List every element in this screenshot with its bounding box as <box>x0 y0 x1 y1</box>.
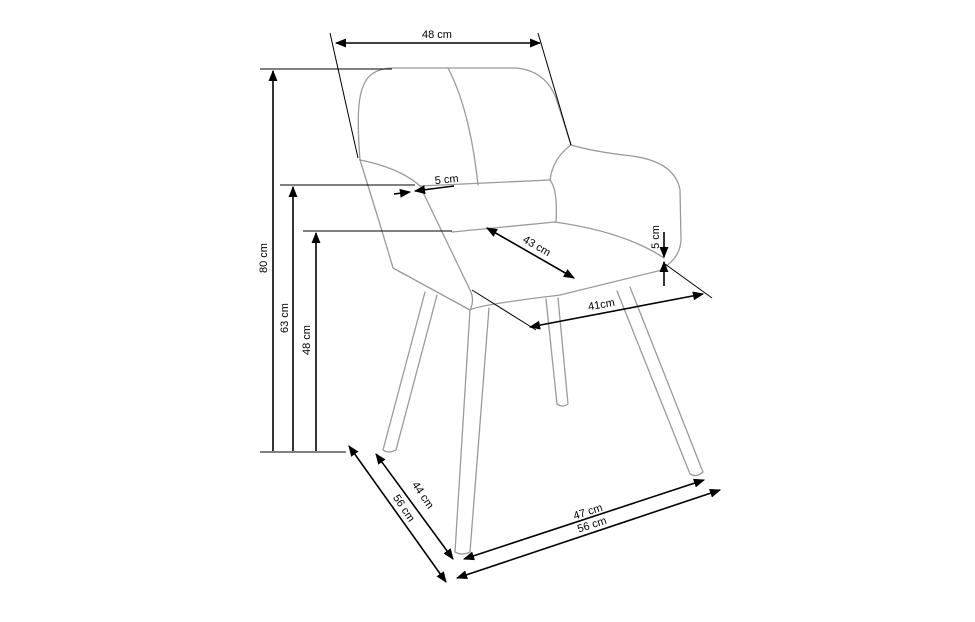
dimension-width: 47 cm 56 cm <box>455 478 722 580</box>
dimension-backrest-width: 48 cm <box>329 29 572 159</box>
leg-front-right <box>616 286 704 477</box>
leg-front-left <box>454 307 490 555</box>
label-backrest-width: 48 cm <box>422 29 452 41</box>
label-armrest-width: 5 cm <box>434 173 459 187</box>
chair-drawing <box>357 67 704 555</box>
dimension-seat-depth: 43 cm <box>486 227 575 279</box>
backrest-seam <box>447 67 479 186</box>
label-cushion-thickness: 5 cm <box>650 225 662 249</box>
backrest-outline <box>357 67 572 161</box>
label-seat-depth: 43 cm <box>521 234 553 259</box>
seat-front <box>469 269 663 311</box>
label-seat-width: 41cm <box>587 297 616 313</box>
armrest-bolster-top <box>419 179 551 187</box>
leg-back-left <box>382 291 438 453</box>
dimension-heights: 80 cm 63 cm 48 cm <box>258 68 452 453</box>
label-armrest-height: 63 cm <box>279 303 291 333</box>
dimension-cushion-thickness: 5 cm <box>650 225 669 286</box>
label-total-height: 80 cm <box>258 243 270 273</box>
right-armrest-inner <box>549 144 572 223</box>
dimension-depth: 44 cm 56 cm <box>348 445 454 583</box>
dimension-seat-width: 41cm <box>471 263 713 331</box>
seat-top <box>451 221 665 259</box>
right-armrest-outline <box>570 144 682 269</box>
label-seat-height: 48 cm <box>301 325 313 355</box>
dimension-armrest-width: 5 cm <box>393 173 459 198</box>
left-armrest-outline <box>359 159 474 311</box>
leg-back-middle <box>545 297 569 407</box>
label-leg-depth: 44 cm <box>409 480 436 512</box>
